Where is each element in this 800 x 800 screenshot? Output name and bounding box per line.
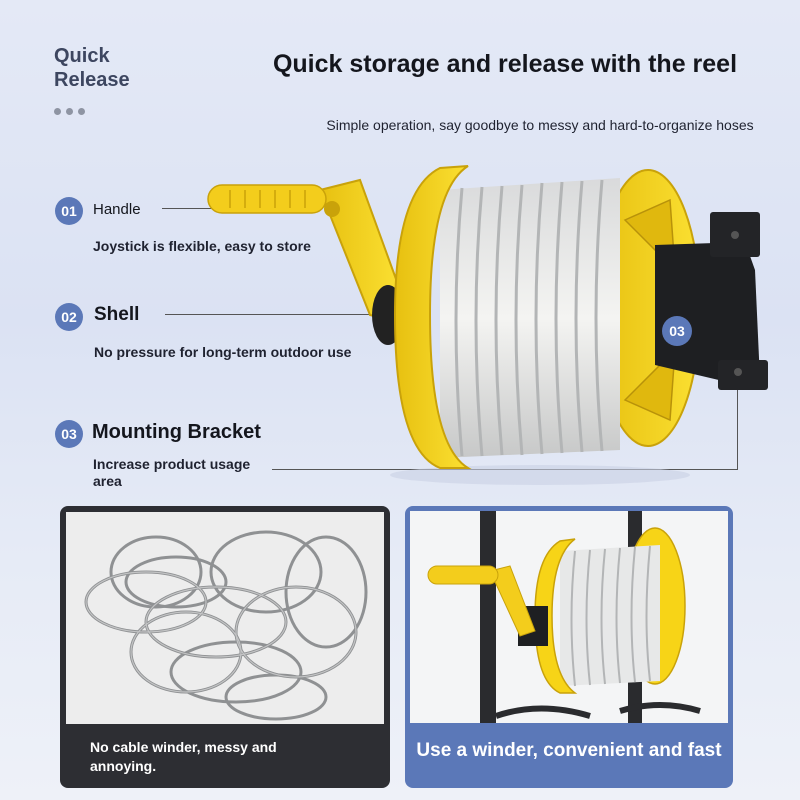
- leader-line-shell: [165, 314, 393, 315]
- leader-line-bracket-vertical: [737, 390, 738, 470]
- brand-title: Quick Release: [54, 44, 174, 92]
- product-badge-03: 03: [662, 316, 692, 346]
- hose-reel-illustration: [207, 165, 768, 485]
- feature-desc-shell: No pressure for long-term outdoor use: [94, 344, 352, 360]
- feature-badge-03: 03: [55, 420, 83, 448]
- mounted-reel-icon: [427, 511, 701, 723]
- page-headline: Quick storage and release with the reel: [272, 50, 738, 78]
- tangled-cable-icon: [84, 530, 368, 721]
- page-subheadline: Simple operation, say goodbye to messy a…: [326, 117, 754, 133]
- feature-title-shell: Shell: [94, 304, 140, 325]
- caption-messy: No cable winder, messy and annoying.: [90, 739, 277, 774]
- feature-badge-01: 01: [55, 197, 83, 225]
- more-dots-icon: [54, 108, 85, 115]
- winder-photo: [410, 511, 728, 723]
- feature-desc-bracket: Increase product usage area: [93, 456, 251, 489]
- feature-title-bracket: Mounting Bracket: [92, 421, 261, 443]
- feature-desc-handle: Joystick is flexible, easy to store: [93, 238, 311, 254]
- caption-winder: Use a winder, convenient and fast: [416, 740, 722, 761]
- feature-badge-02: 02: [55, 303, 83, 331]
- leader-line-handle: [162, 208, 254, 209]
- comparison-panel-messy: No cable winder, messy and annoying.: [60, 506, 390, 788]
- messy-cables-photo: [66, 512, 384, 724]
- brand-line-1: Quick: [54, 45, 110, 67]
- comparison-panel-winder: Use a winder, convenient and fast: [405, 506, 733, 788]
- brand-line-2: Release: [54, 69, 130, 91]
- feature-title-handle: Handle: [93, 201, 141, 218]
